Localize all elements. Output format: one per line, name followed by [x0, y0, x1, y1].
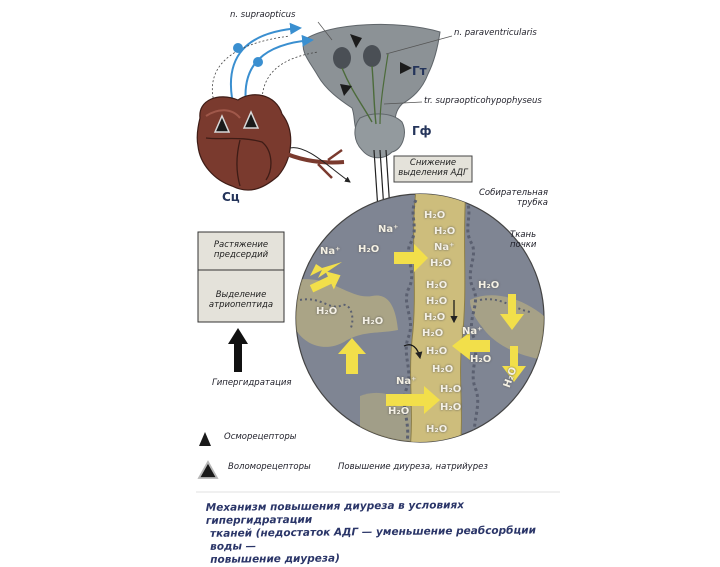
pointer-paraventricularis — [385, 35, 453, 55]
heart-shape — [196, 94, 292, 191]
atrial-stretch-text: Растяжение предсердий — [213, 240, 269, 260]
hyperhydration-label: Гипергидратация — [212, 378, 292, 388]
chem-water-14: H₂O — [432, 364, 454, 375]
chem-water-10: H₂O — [362, 316, 384, 327]
heart-septum-2 — [236, 139, 241, 187]
chem-water-3: H₂O — [358, 244, 380, 255]
water-arrow-2 — [394, 244, 428, 272]
chem-water-7: H₂O — [426, 296, 448, 307]
label-tract: tr. supraopticohypophyseus — [424, 96, 542, 106]
pointer-tract — [383, 101, 423, 105]
chem-water-13: H₂O — [470, 354, 492, 365]
fiber-3 — [379, 53, 389, 125]
label-supraopticus: n. supraopticus — [230, 10, 296, 20]
chem-water-16: H₂O — [440, 384, 462, 395]
label-kidney-tissue: Ткань почки — [510, 230, 537, 250]
hypophysis-shape — [354, 113, 405, 159]
arrow-heart-to-box — [289, 147, 351, 183]
chem-water-5: H₂O — [426, 280, 448, 291]
fiber-2 — [371, 65, 377, 125]
legend-diuresis: Повышение диуреза, натрийурез — [338, 462, 488, 472]
legend-volumoreceptors: Воломорецепторы — [228, 462, 311, 472]
chem-water-6: H₂O — [478, 280, 500, 291]
receptor-bulb-1 — [233, 43, 243, 53]
chem-sodium-4: Na⁺ — [462, 326, 483, 337]
label-gt: Гт — [412, 64, 427, 78]
na-arrow-2 — [403, 344, 423, 360]
blood-vessel — [281, 150, 345, 165]
label-gf: Гф — [412, 124, 432, 138]
chem-water-12: H₂O — [426, 346, 448, 357]
legend-volumoreceptor-icon — [197, 460, 219, 479]
tissue-pocket-right — [470, 295, 544, 360]
chem-sodium-3: Na⁺ — [434, 242, 455, 253]
diagram-canvas — [196, 21, 560, 493]
vessel-branches — [317, 148, 343, 179]
water-arrow-4 — [452, 332, 490, 360]
legend-osmoreceptors: Осморецепторы — [224, 432, 297, 442]
nucleus-left — [333, 47, 351, 69]
osmoreceptor-marker-2 — [400, 62, 412, 74]
tissue-edge-2 — [479, 298, 531, 313]
tube-wall-right — [464, 199, 480, 442]
volumoreceptor-marker-1 — [213, 114, 231, 133]
chem-water-1: H₂O — [424, 210, 446, 221]
hormone-arrow-1 — [373, 149, 382, 212]
osmoreceptor-marker-3 — [340, 84, 352, 96]
chem-water-9: H₂O — [424, 312, 446, 323]
pointer-supraopticus — [317, 21, 333, 41]
chem-water-2: H₂O — [434, 226, 456, 237]
tissue-edge-1 — [299, 298, 354, 331]
water-arrow-7 — [386, 386, 440, 414]
afferent-nerve-dotted-1 — [212, 35, 291, 103]
water-arrow-3 — [338, 338, 366, 374]
receptor-bulb-2 — [253, 57, 263, 67]
volumoreceptor-marker-2 — [242, 110, 260, 129]
chem-sodium-1: Na⁺ — [378, 224, 399, 235]
water-arrow-1 — [310, 262, 342, 278]
chem-water-11: H₂O — [422, 328, 444, 339]
chem-sodium-2: Na⁺ — [320, 246, 341, 257]
chem-water-17: H₂O — [440, 402, 462, 413]
adh-decrease-text: Снижение выделения АДГ — [398, 158, 468, 178]
heart-septum-1 — [205, 137, 272, 181]
chem-water-19: H₂O — [426, 424, 448, 435]
water-arrow-8 — [309, 271, 341, 293]
nucleus-right — [363, 45, 381, 67]
label-collecting-tube: Собирательная трубка — [478, 188, 548, 208]
tissue-pocket-left — [296, 279, 398, 347]
osmoreceptor-marker-1 — [350, 34, 362, 48]
caption-line-2: тканей (недостаток АДГ — уменьшение реаб… — [209, 524, 537, 553]
chem-sodium-5: Na⁺ — [396, 376, 417, 387]
label-sc: Сц — [222, 190, 240, 204]
atriopeptide-text: Выделение атриопептида — [208, 290, 274, 310]
afferent-nerve-dotted-2 — [261, 51, 319, 103]
kidney-magnified-view — [295, 193, 545, 443]
fiber-1 — [341, 67, 373, 123]
label-paraventricularis: n. paraventricularis — [454, 28, 537, 38]
stretch-atriopeptide-box — [197, 231, 285, 323]
chem-water-4: H₂O — [430, 258, 452, 269]
hyperhydration-arrow — [228, 328, 248, 372]
water-arrow-6 — [502, 346, 526, 382]
adh-decrease-box — [393, 155, 473, 183]
afferent-nerve-1 — [230, 22, 302, 99]
legend-osmoreceptor-icon — [199, 432, 211, 446]
caption-line-3: повышение диуреза) — [210, 552, 340, 566]
chem-water-8: H₂O — [316, 306, 338, 317]
chem-water-18: H₂O — [388, 406, 410, 417]
figure-caption: Механизм повышения диуреза в условиях ги… — [206, 498, 567, 567]
heart-highlight — [205, 109, 241, 119]
caption-line-1: Механизм повышения диуреза в условиях ги… — [205, 499, 465, 527]
water-arrow-5 — [500, 294, 524, 330]
